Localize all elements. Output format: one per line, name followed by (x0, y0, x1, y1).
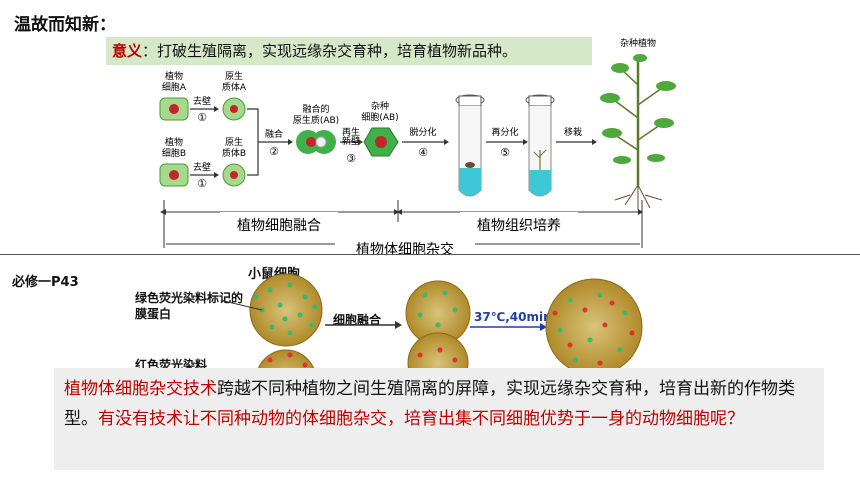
seg-culture-label: 植物组织培养 (477, 218, 561, 234)
qubi-b-label: 去壁 (193, 161, 211, 173)
step1-b-label: ① (197, 177, 207, 190)
summary-text: 跨越不同种植物之间生殖隔离的屏障，实现远缘杂交育种，培育出新的作物类型。 (64, 379, 795, 429)
step5-label: ⑤ (500, 146, 510, 159)
ronghe-label: 融合 (265, 128, 283, 140)
question-text: 有没有技术让不同种动物的体细胞杂交，培育出集不同细胞优势于一身的动物细胞呢？ (98, 409, 744, 429)
step4-label: ④ (418, 146, 428, 159)
test-tube-seedling (525, 94, 555, 197)
test-tube-callus (455, 94, 485, 197)
technique-name: 植物体细胞杂交技术 (64, 379, 217, 399)
tuofenhua-label: 脱分化 (409, 126, 436, 138)
zaifenhua-label: 再分化 (491, 126, 518, 138)
condition-label: 37℃,40min (474, 310, 552, 324)
hybrid-plant-illustration (600, 54, 676, 210)
fusing-cell-bottom (407, 332, 469, 375)
nucleus-b (169, 170, 179, 180)
proto-a-label: 原生质体A (222, 70, 247, 93)
textbook-reference: 必修一P43 (12, 275, 79, 290)
fused-label: 融合的原生质(AB) (293, 103, 339, 126)
summary-textbox: 植物体细胞杂交技术跨越不同种植物之间生殖隔离的屏障，实现远缘杂交育种，培育出新的… (54, 368, 824, 470)
step1-a-label: ① (197, 111, 207, 124)
green-dye-label: 绿色荧光染料标记的膜蛋白 (135, 291, 244, 321)
cell-fusion-diagram (223, 273, 643, 375)
cell-a-label: 植物细胞A (162, 70, 187, 93)
meaning-key: 意义 (112, 42, 143, 60)
meaning-text: ：打破生殖隔离，实现远缘杂交育种，培育植物新品种。 (142, 42, 518, 60)
proto-b-label: 原生质体B (222, 136, 246, 159)
hybrid-label: 杂种细胞(AB) (361, 100, 398, 123)
qubi-a-label: 去壁 (193, 95, 211, 107)
seg-hybridization-label: 植物体细胞杂交 (356, 241, 454, 258)
seg-fusion-label: 植物细胞融合 (237, 218, 321, 234)
step2-label: ② (269, 145, 279, 158)
mouse-cell (249, 273, 323, 347)
cell-fusion-label: 细胞融合 (333, 313, 382, 327)
section-divider (0, 254, 860, 255)
meaning-banner: 意义：打破生殖隔离，实现远缘杂交育种，培育植物新品种。 (106, 37, 592, 65)
cell-b-label: 植物细胞B (162, 136, 186, 159)
zaisheng-label: 再生新壁 (342, 126, 360, 147)
nucleus-a (169, 104, 179, 114)
plant-hybridization-diagram: 植物细胞A 植物细胞B 原生质体A 原生质体B 去壁 ① 去壁 ① 融合 ② 融… (159, 37, 676, 258)
step3-label: ③ (346, 152, 356, 165)
hybrid-mouse-human-cell (545, 278, 643, 375)
page-title: 温故而知新： (14, 15, 116, 35)
yizai-label: 移栽 (564, 126, 582, 138)
plant-label: 杂种植物 (620, 37, 656, 49)
